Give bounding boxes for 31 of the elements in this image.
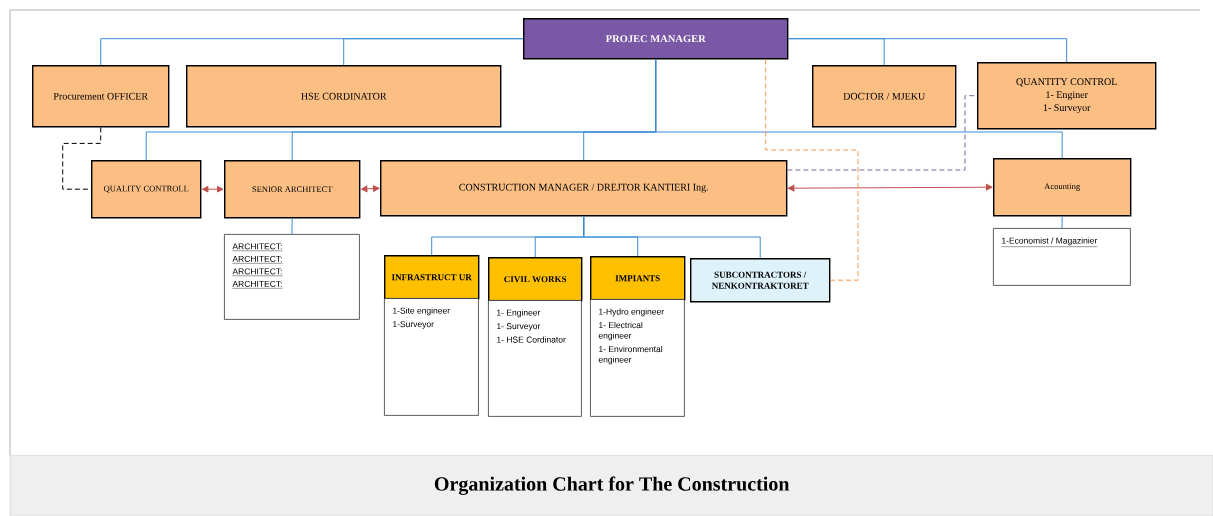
- connector-line: [291, 217, 293, 235]
- connector-line: [655, 58, 1063, 159]
- connector-line: [765, 58, 859, 281]
- arrow: [361, 185, 380, 193]
- role-box: Acounting: [993, 158, 1132, 217]
- connector-line: [62, 126, 102, 190]
- list-box: ARCHITECT: ARCHITECT: ARCHITECT: ARCHITECT:: [224, 234, 360, 320]
- connector-line: [1061, 215, 1063, 229]
- arrow: [788, 183, 993, 192]
- role-box: DOCTOR / MJEKU: [812, 65, 957, 128]
- list-box: 1-Economist / Magazinier: [993, 228, 1131, 286]
- connector-line: [583, 215, 761, 259]
- header-box: IMPIANTS: [590, 256, 686, 301]
- subcontractor-box: SUBCONTRACTORS / NENKONTRAKTORET: [690, 258, 831, 303]
- connector-line: [343, 38, 524, 66]
- role-box: HSE CORDINATOR: [186, 65, 502, 128]
- list-box: 1-Hydro engineer 1- Electrical engineer 1- Environmental engineer: [590, 299, 685, 417]
- header-box: CIVIL WORKS: [488, 257, 583, 302]
- arrow: [202, 185, 224, 193]
- connector-line: [787, 38, 1068, 63]
- role-box: QUALITY CONTROLL: [91, 160, 202, 219]
- list-box: 1-Site engineer 1-Surveyor: [384, 298, 479, 416]
- manager-box: PROJEC MANAGER: [523, 18, 789, 60]
- role-box: CONSTRUCTION MANAGER / DREJTOR KANTIERI Ing.: [380, 160, 788, 217]
- role-box: SENIOR ARCHITECT: [224, 160, 361, 219]
- connector-line: [786, 95, 978, 171]
- role-box: QUANTITY CONTROL 1- Enginer 1- Surveyor: [977, 62, 1157, 130]
- caption: Organization Chart for The Construction: [10, 455, 1213, 516]
- header-box: INFRASTRUCT UR: [384, 255, 480, 300]
- role-box: Procurement OFFICER: [32, 65, 170, 128]
- list-box: 1- Engineer 1- Surveyor 1- HSE Cordinator: [488, 300, 582, 417]
